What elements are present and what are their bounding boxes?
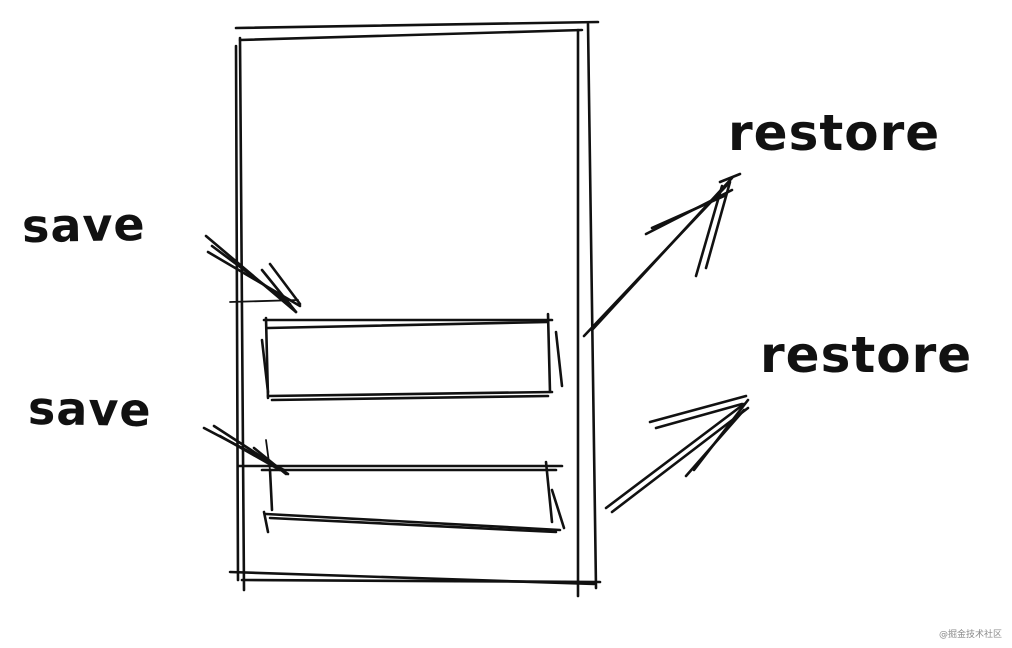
saved-layer-bottom bbox=[236, 439, 566, 534]
restore-arrow-bottom bbox=[604, 394, 750, 514]
restore-label-top: restore bbox=[728, 104, 941, 162]
restore-label-bottom: restore bbox=[760, 326, 973, 384]
save-arrow-bottom bbox=[202, 424, 290, 476]
canvas-frame bbox=[228, 20, 602, 598]
save-label-bottom: save bbox=[27, 380, 153, 438]
saved-layer-top bbox=[229, 299, 564, 402]
watermark: @掘金技术社区 bbox=[938, 630, 1002, 640]
save-label-top: save bbox=[21, 196, 147, 254]
save-arrow-top bbox=[204, 234, 302, 314]
restore-arrow-top bbox=[582, 172, 742, 338]
